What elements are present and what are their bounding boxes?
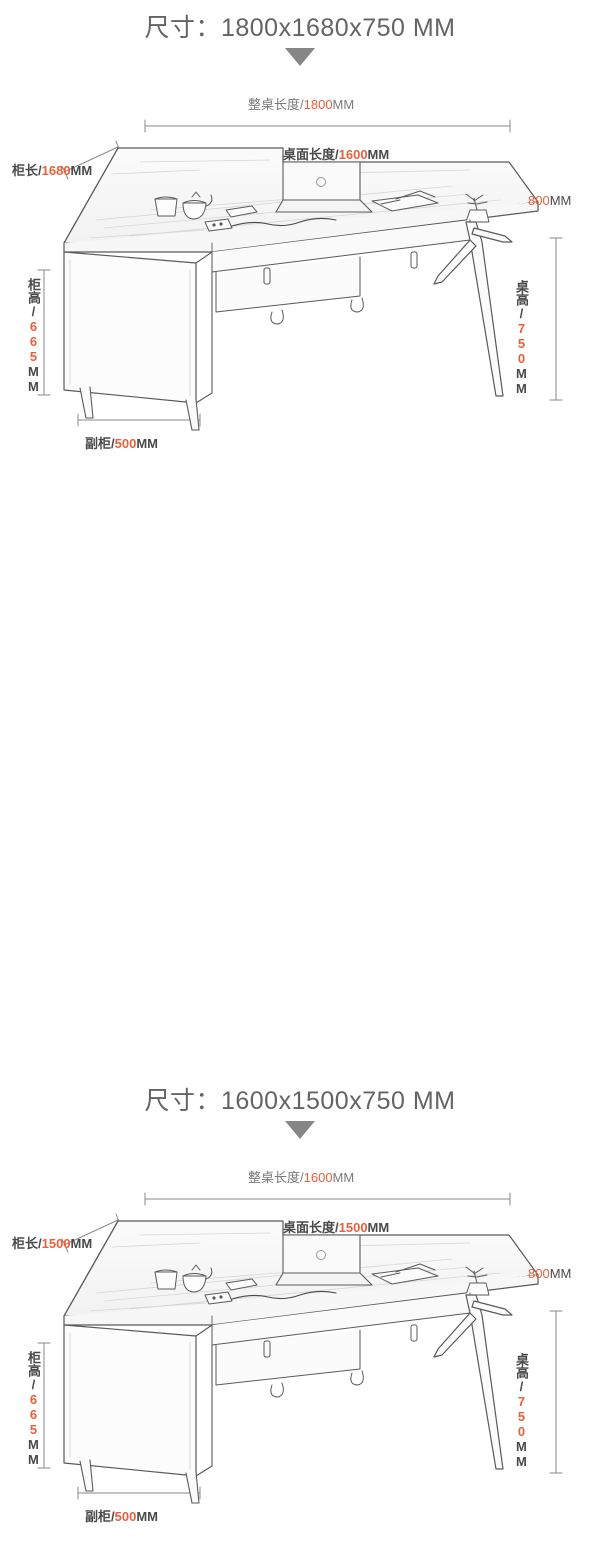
dimension-section-1600: 尺寸：1600x1500x750 MM xyxy=(0,528,600,1524)
label-cabinet-height: 柜高/665MM xyxy=(25,278,41,394)
laptop-icon xyxy=(275,1234,373,1286)
spec-title: 尺寸：1800x1680x750 MM xyxy=(144,14,456,42)
plant-icon xyxy=(465,193,490,223)
dimension-line-side-cabinet-width xyxy=(77,1486,201,1500)
label-desk-depth: 800MM xyxy=(528,193,572,208)
label-cabinet-length: 柜长/1500MM xyxy=(12,1236,93,1251)
desk-illustration xyxy=(37,119,563,431)
label-cabinet-height: 柜高/665MM xyxy=(25,1351,41,1467)
cabinet-legs xyxy=(79,386,200,431)
book-icon xyxy=(371,190,439,212)
laptop-icon xyxy=(275,161,373,213)
l-shaped-desk-diagram: 整桌长度/1800MM 桌面长度/1600MM 柜长/1680MM 柜高/665… xyxy=(0,97,600,480)
dimension-line-full-desk-length xyxy=(144,1192,511,1206)
side-cabinet xyxy=(63,251,213,404)
phone-icon xyxy=(225,205,258,218)
label-desk-height: 桌高/750MM xyxy=(513,280,529,396)
label-desktop-length: 桌面长度/1500MM xyxy=(283,1220,390,1235)
desk-right-leg xyxy=(433,221,513,397)
label-side-cabinet-width: 副柜/500MM xyxy=(85,436,158,451)
triangle-down-icon xyxy=(285,1121,315,1139)
dimension-line-desk-height xyxy=(549,1310,563,1474)
label-desk-depth: 800MM xyxy=(528,1266,572,1281)
label-desk-height: 桌高/750MM xyxy=(513,1353,529,1469)
l-shaped-desk-diagram: 整桌长度/1600MM 桌面长度/1500MM 柜长/1500MM 柜高/665… xyxy=(0,1170,600,1553)
spec-title: 尺寸：1600x1500x750 MM xyxy=(144,1087,456,1115)
teapot-icon xyxy=(182,191,213,220)
label-side-cabinet-width: 副柜/500MM xyxy=(85,1509,158,1524)
dimension-line-desk-height xyxy=(549,237,563,401)
dimension-line-cabinet-height xyxy=(37,269,51,396)
cable-icon xyxy=(231,217,337,227)
cup-icon xyxy=(154,1269,178,1290)
label-desktop-length: 桌面长度/1600MM xyxy=(283,147,390,162)
triangle-down-icon xyxy=(285,48,315,66)
dimension-section-1800: 尺寸：1800x1680x750 MM xyxy=(0,0,600,520)
label-full-desk-length: 整桌长度/1600MM xyxy=(248,1170,355,1185)
side-cabinet xyxy=(63,1324,213,1477)
dimension-line-full-desk-length xyxy=(144,119,511,133)
cup-icon xyxy=(154,196,178,217)
small-device-icon xyxy=(204,218,233,232)
label-full-desk-length: 整桌长度/1800MM xyxy=(248,97,355,112)
desk-right-leg xyxy=(433,1294,513,1470)
dimension-line-side-cabinet-width xyxy=(77,413,201,427)
label-cabinet-length: 柜长/1680MM xyxy=(12,163,93,178)
